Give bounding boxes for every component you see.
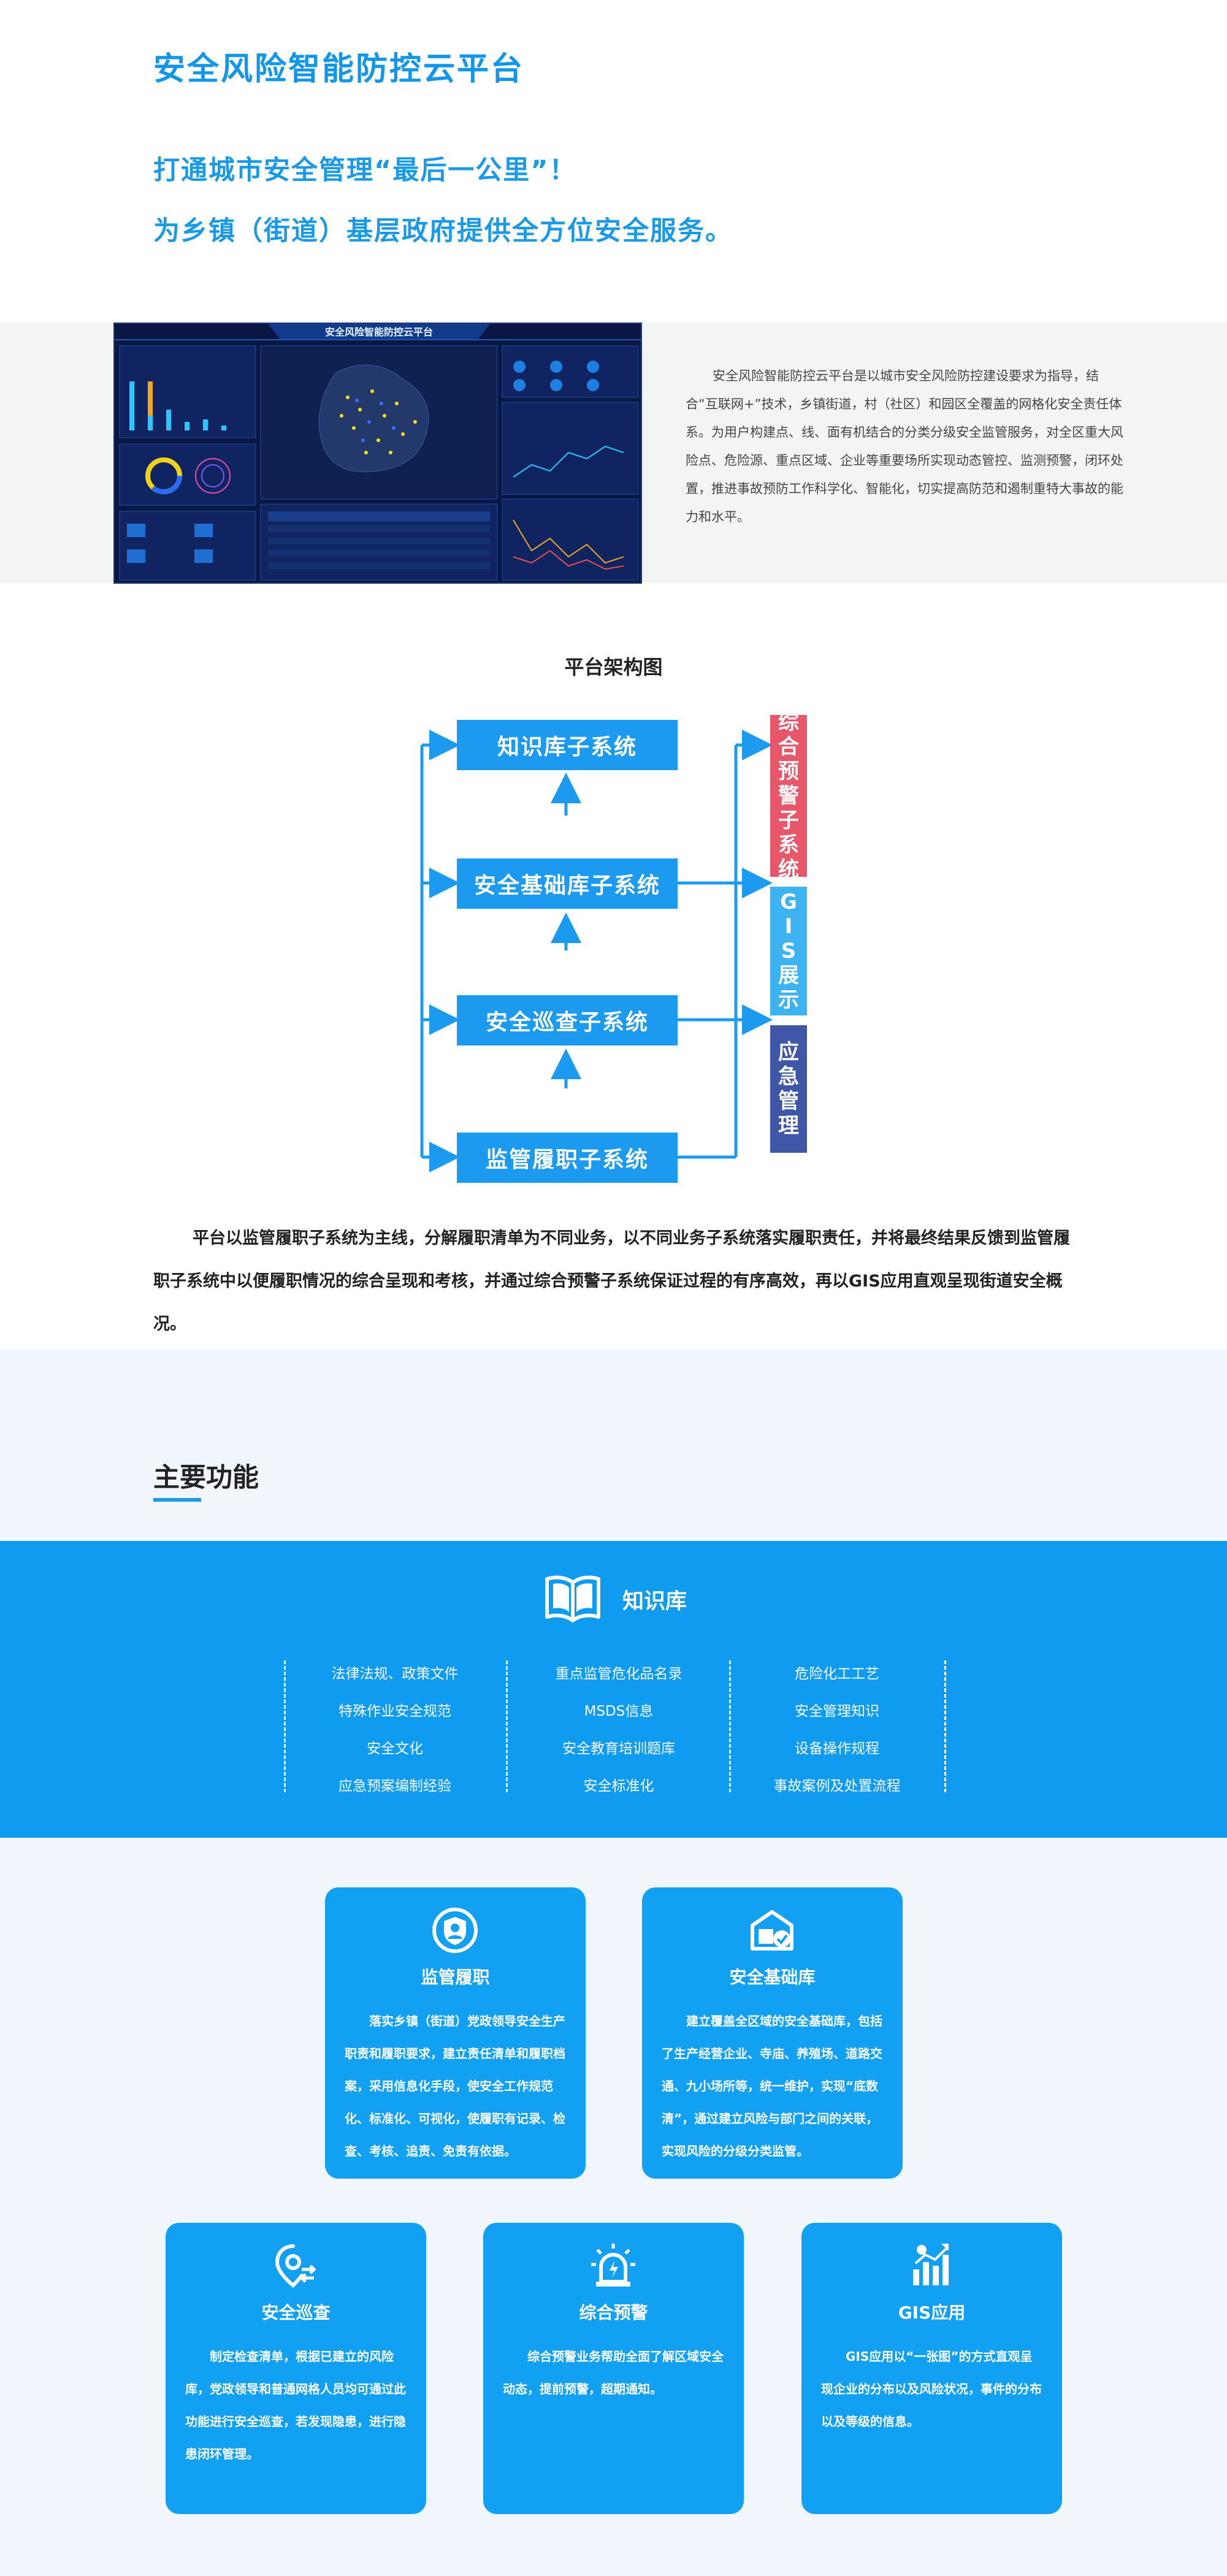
kb-item[interactable]: 危险化工工艺: [795, 1666, 879, 1682]
kb-divider: [284, 1661, 286, 1792]
kb-item[interactable]: 安全管理知识: [795, 1703, 879, 1719]
architecture-description: 平台以监管履职子系统为主线，分解履职清单为不同业务，以不同业务子系统落实履职责任…: [153, 1229, 1070, 1334]
hero-section: [0, 0, 1227, 322]
hero-slogan: 打通城市安全管理“最后一公里”！: [153, 155, 577, 186]
card-text: 落实乡镇（街道）党政领导安全生产职责和履职要求，建立责任清单和履职档案，采用信息…: [345, 2014, 565, 2158]
dashboard-title: 安全风险智能防控云平台: [325, 326, 433, 338]
feature-card-warning[interactable]: 综合预警 综合预警业务帮助全面了解区域安全动态，提前预警，超期通知。: [483, 2223, 744, 2514]
kb-item[interactable]: 法律法规、政策文件: [331, 1666, 459, 1682]
feature-card-supervision[interactable]: 监管履职 落实乡镇（街道）党政领导安全生产职责和履职要求，建立责任清单和履职档案…: [325, 1887, 586, 2179]
building-check-icon: [751, 1910, 793, 1951]
book-icon: [545, 1575, 600, 1622]
hero-subtitle: 为乡镇（街道）基层政府提供全方位安全服务。: [153, 216, 733, 247]
feature-card-safety-base[interactable]: 安全基础库 建立覆盖全区域的安全基础库，包括了生产经营企业、寺庙、养殖场、道路交…: [642, 1887, 903, 2179]
card-text: 制定检查清单，根据已建立的风险库，党政领导和普通网格人员均可通过此功能进行安全巡…: [185, 2349, 406, 2461]
architecture-connectors: [420, 730, 773, 1172]
card-text: GIS应用以“一张图”的方式直观呈现企业的分布以及风险状况，事件的分布以及等级的…: [821, 2349, 1042, 2429]
title-underline: [153, 1498, 201, 1502]
system-box-knowledge: 知识库子系统: [457, 720, 678, 770]
alarm-light-icon: [591, 2244, 635, 2287]
kb-divider: [506, 1661, 508, 1792]
card-text: 综合预警业务帮助全面了解区域安全动态，提前预警，超期通知。: [503, 2349, 724, 2396]
kb-item[interactable]: 事故案例及处置流程: [773, 1778, 901, 1794]
functions-title: 主要功能: [153, 1462, 259, 1493]
kb-divider: [944, 1661, 946, 1792]
kb-item[interactable]: MSDS信息: [584, 1703, 654, 1719]
location-inspect-icon: [275, 2244, 316, 2288]
dashboard-screenshot: 安全风险智能防控云平台: [113, 323, 642, 584]
architecture-title: 平台架构图: [564, 655, 663, 679]
card-title: 综合预警: [579, 2303, 648, 2323]
dashboard-illustration: 安全风险智能防控云平台: [115, 324, 641, 583]
intro-paragraph: 安全风险智能防控云平台是以城市安全风险防控建设要求为指导，结合“互联网+”技术，…: [686, 369, 1123, 524]
system-box-safety-base: 安全基础库子系统: [457, 858, 678, 909]
knowledge-base-band: [0, 1541, 1227, 1838]
knowledge-base-title: 知识库: [622, 1589, 687, 1614]
kb-item[interactable]: 重点监管危化品名录: [555, 1666, 682, 1682]
system-box-patrol: 安全巡查子系统: [457, 995, 678, 1045]
module-warning: 综合预警子系统: [770, 710, 807, 882]
kb-item[interactable]: 安全标准化: [583, 1778, 654, 1794]
card-title: 监管履职: [421, 1967, 490, 1987]
kb-item[interactable]: 应急预案编制经验: [338, 1778, 451, 1794]
card-text: 建立覆盖全区域的安全基础库，包括了生产经营企业、寺庙、养殖场、道路交通、九小场所…: [662, 2014, 882, 2158]
card-title: GIS应用: [898, 2303, 966, 2323]
kb-item[interactable]: 安全教育培训题库: [562, 1741, 675, 1757]
kb-divider: [729, 1661, 731, 1792]
shield-user-icon: [432, 1908, 478, 1953]
card-title: 安全巡查: [261, 2303, 331, 2323]
kb-item[interactable]: 设备操作规程: [795, 1741, 879, 1757]
feature-card-gis[interactable]: GIS应用 GIS应用以“一张图”的方式直观呈现企业的分布以及风险状况，事件的分…: [801, 2223, 1062, 2514]
kb-item[interactable]: 特殊作业安全规范: [338, 1703, 451, 1719]
page-title: 安全风险智能防控云平台: [153, 51, 525, 88]
module-emergency: 应急管理: [770, 1025, 807, 1153]
gis-chart-icon: [913, 2244, 949, 2285]
kb-item[interactable]: 安全文化: [367, 1741, 423, 1757]
system-box-supervision: 监管履职子系统: [457, 1133, 678, 1183]
card-title: 安全基础库: [729, 1967, 816, 1987]
feature-card-patrol[interactable]: 安全巡查 制定检查清单，根据已建立的风险库，党政领导和普通网格人员均可通过此功能…: [166, 2223, 426, 2514]
